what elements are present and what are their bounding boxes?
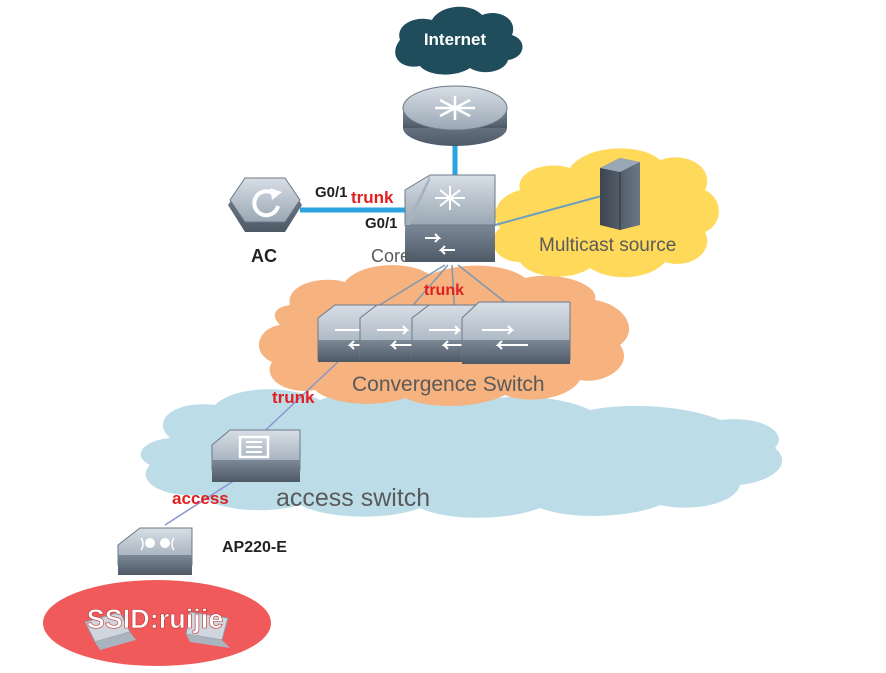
access-ap-link-label: access xyxy=(172,489,229,508)
laptop-icon-right xyxy=(185,611,230,648)
laptop-icon-left xyxy=(84,611,136,650)
core-multicast-link xyxy=(494,194,606,226)
ap-icon xyxy=(117,527,193,575)
ac-label: AC xyxy=(251,246,277,266)
core-convergence-link-label: trunk xyxy=(424,282,464,299)
internet-cloud: Internet xyxy=(395,6,523,75)
core-label: Core xyxy=(371,246,410,266)
access-switch-icon xyxy=(211,429,301,482)
convergence-access-link-label: trunk xyxy=(272,388,315,407)
internet-label: Internet xyxy=(424,30,487,49)
conv-access-link xyxy=(254,359,341,441)
ap-label: AP220-E xyxy=(222,539,287,556)
router-icon xyxy=(402,85,508,146)
access-cloud xyxy=(140,389,783,518)
convergence-switch-4 xyxy=(461,301,571,364)
internet-cloud-shape xyxy=(395,6,523,75)
convergence-label: Convergence Switch xyxy=(352,373,545,396)
ac-port-label: G0/1 xyxy=(315,184,348,201)
access-cloud-shape xyxy=(140,389,783,518)
ssid-label: SSID:ruijie xyxy=(87,604,224,634)
ssid-area: SSID:ruijie xyxy=(43,580,271,666)
multicast-server-icon xyxy=(600,158,640,230)
ac-core-link-label: trunk xyxy=(351,188,394,207)
access-ap-link xyxy=(164,479,236,526)
ac-controller-icon xyxy=(228,177,302,232)
core-port-label: G0/1 xyxy=(365,215,398,232)
multicast-label: Multicast source xyxy=(539,235,676,256)
core-switch-icon xyxy=(404,174,496,262)
convergence-switch-stack xyxy=(317,301,571,364)
access-switch-label: access switch xyxy=(276,484,430,512)
